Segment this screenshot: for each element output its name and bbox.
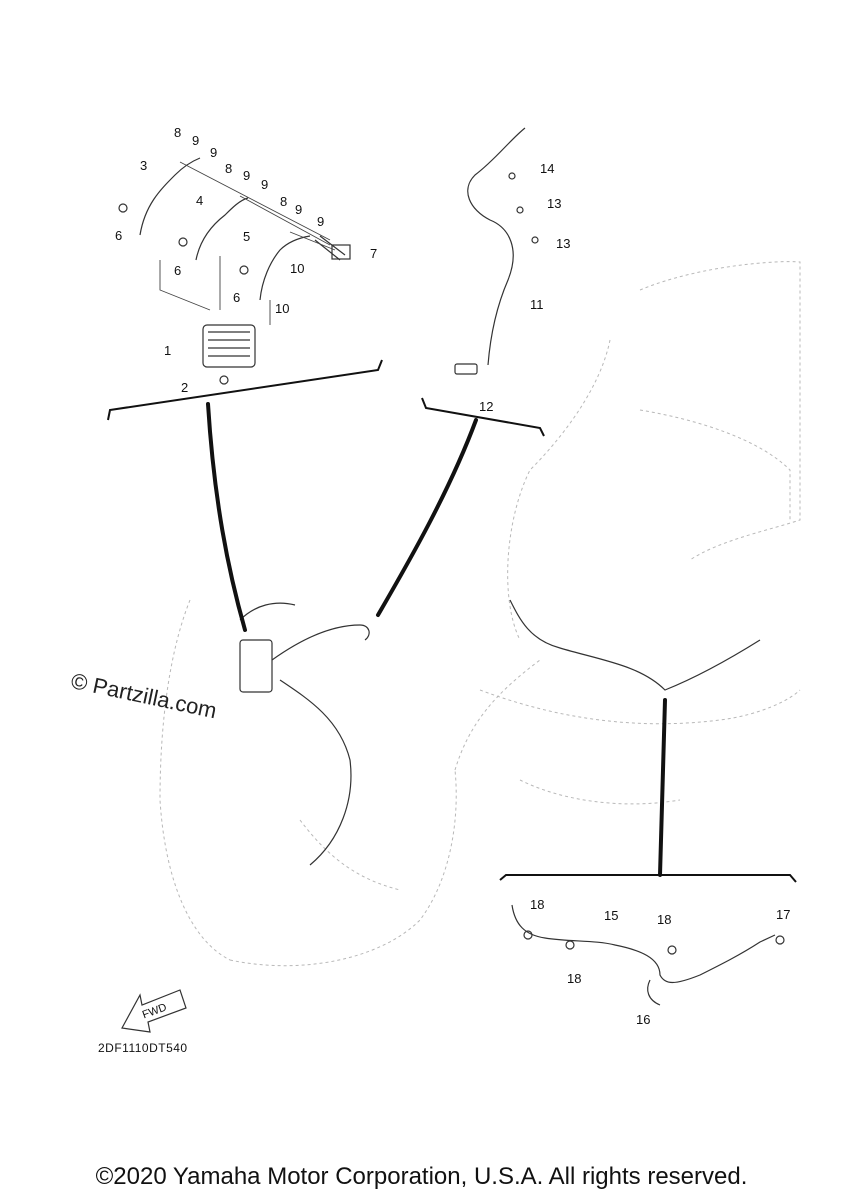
ignition-coil	[202, 324, 256, 368]
callout-13-b: 13	[556, 236, 570, 251]
callout-8-a: 8	[174, 125, 181, 140]
callout-10-b: 10	[275, 301, 289, 316]
detail-bracket-center	[421, 397, 545, 437]
sensor-lead-11	[467, 127, 526, 366]
coil-connector-7	[331, 244, 351, 260]
sub-wire-harness-assembly	[511, 904, 785, 1006]
callout-18-a: 18	[530, 897, 544, 912]
callout-9-f: 9	[317, 214, 324, 229]
pointer-coil	[206, 402, 247, 632]
drawing-code: 2DF1110DT540	[98, 1041, 188, 1055]
callout-15: 15	[604, 908, 618, 923]
callout-1: 1	[164, 343, 171, 358]
callout-6-b: 6	[174, 263, 181, 278]
callout-16: 16	[636, 1012, 650, 1027]
callout-8-c: 8	[280, 194, 287, 209]
callout-8-b: 8	[225, 161, 232, 176]
callout-3: 3	[140, 158, 147, 173]
main-harness-in-vehicle	[239, 599, 761, 866]
callout-9-e: 9	[295, 202, 302, 217]
callout-numbers: 1 2 3 4 5 6 6 6 7 8 8 8 9 9 9 9 9 9 10 1…	[115, 125, 790, 1027]
callout-6-c: 6	[233, 290, 240, 305]
callout-11: 11	[530, 297, 544, 312]
callout-6-a: 6	[115, 228, 122, 243]
callout-18-c: 18	[657, 912, 671, 927]
ignition-coil-assembly	[118, 157, 351, 385]
pointer-harness	[658, 698, 667, 877]
callout-9-b: 9	[210, 145, 217, 160]
coil-lead-5	[259, 235, 311, 301]
callout-12: 12	[479, 399, 493, 414]
callout-9-a: 9	[192, 133, 199, 148]
callout-17: 17	[776, 907, 790, 922]
callout-14: 14	[540, 161, 554, 176]
callout-9-d: 9	[261, 177, 268, 192]
forward-arrow-icon: FWD	[121, 989, 187, 1033]
callout-10-a: 10	[290, 261, 304, 276]
detail-bracket-right	[499, 874, 797, 883]
callout-2: 2	[181, 380, 188, 395]
callout-9-c: 9	[243, 168, 250, 183]
coil-lead-4	[195, 197, 249, 261]
sub-wire-harness-15	[511, 904, 776, 984]
callout-18-b: 18	[567, 971, 581, 986]
callout-5: 5	[243, 229, 250, 244]
coil-lead-3	[139, 157, 201, 236]
callout-13-a: 13	[547, 196, 561, 211]
callout-4: 4	[196, 193, 203, 208]
pointer-sensor	[376, 418, 478, 617]
vehicle-ghost-outline	[159, 261, 801, 967]
detail-bracket-left	[107, 359, 383, 421]
callout-7: 7	[370, 246, 377, 261]
sensor-lead-assembly	[454, 127, 539, 375]
coil-in-vehicle	[239, 639, 273, 693]
copyright-notice: ©2020 Yamaha Motor Corporation, U.S.A. A…	[95, 1163, 748, 1190]
